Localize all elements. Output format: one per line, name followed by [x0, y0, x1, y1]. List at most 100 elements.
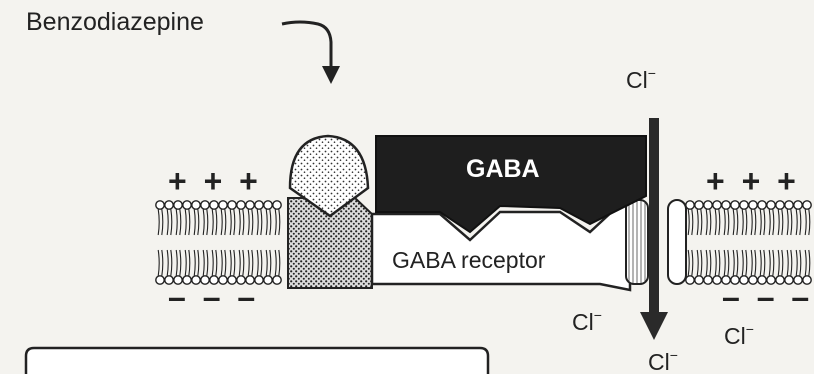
- lipid-tail: [688, 209, 689, 235]
- lipid-tail: [212, 209, 213, 235]
- lipid-tail: [203, 209, 204, 235]
- lipid-tail: [180, 209, 181, 235]
- lipid-tail: [701, 209, 702, 235]
- lipid-tail: [158, 209, 159, 235]
- gaba-label: GABA: [466, 155, 540, 183]
- lipid-tail: [180, 250, 181, 276]
- lipid-head: [246, 201, 254, 209]
- chloride-label-inner-3: Cl−: [648, 347, 678, 374]
- lipid-tail: [261, 250, 262, 276]
- lipid-head: [156, 276, 164, 284]
- lipid-tail: [221, 209, 222, 235]
- lipid-head: [722, 201, 730, 209]
- lipid-head: [210, 201, 218, 209]
- lipid-tail: [270, 250, 271, 276]
- lipid-head: [731, 201, 739, 209]
- inside-charge-right: – – –: [722, 279, 813, 315]
- outside-charge-right: + + +: [706, 163, 800, 199]
- lipid-tail: [230, 250, 231, 276]
- lipid-tail: [275, 250, 276, 276]
- lipid-tail: [257, 209, 258, 235]
- lipid-tail: [796, 209, 797, 235]
- lipid-tail: [710, 250, 711, 276]
- lipid-tail: [171, 209, 172, 235]
- lipid-tail: [171, 250, 172, 276]
- lipid-tail: [728, 250, 729, 276]
- lipid-head: [686, 201, 694, 209]
- lipid-tail: [715, 209, 716, 235]
- lipid-tail: [243, 250, 244, 276]
- lipid-tail: [212, 250, 213, 276]
- lipid-tail: [742, 209, 743, 235]
- lipid-tail: [697, 209, 698, 235]
- lipid-tail: [805, 209, 806, 235]
- lipid-tail: [176, 250, 177, 276]
- lipid-tail: [791, 250, 792, 276]
- benzodiazepine-arrow-head: [322, 66, 340, 84]
- gaba-receptor-label: GABA receptor: [392, 247, 546, 273]
- lipid-tail: [221, 250, 222, 276]
- lipid-tail: [773, 209, 774, 235]
- lipid-tail: [787, 250, 788, 276]
- lipid-tail: [239, 250, 240, 276]
- lipid-tail: [760, 209, 761, 235]
- lipid-tail: [225, 209, 226, 235]
- lipid-head: [785, 201, 793, 209]
- lipid-tail: [266, 209, 267, 235]
- lipid-tail: [746, 250, 747, 276]
- lipid-head: [713, 201, 721, 209]
- lipid-tail: [252, 250, 253, 276]
- lipid-tail: [207, 209, 208, 235]
- lipid-tail: [737, 250, 738, 276]
- lipid-tail: [809, 209, 810, 235]
- chloride-label-top: Cl−: [626, 65, 656, 93]
- lipid-tail: [158, 250, 159, 276]
- lipid-tail: [185, 250, 186, 276]
- lipid-tail: [162, 209, 163, 235]
- lipid-tail: [697, 250, 698, 276]
- lipid-head: [228, 201, 236, 209]
- lipid-head: [192, 201, 200, 209]
- lipid-tail: [234, 209, 235, 235]
- lipid-head: [794, 201, 802, 209]
- lipid-tail: [234, 250, 235, 276]
- lipid-tail: [243, 209, 244, 235]
- lipid-tail: [706, 209, 707, 235]
- lipid-tail: [225, 250, 226, 276]
- ion-channel-segment: [626, 200, 648, 284]
- lipid-head: [273, 201, 281, 209]
- lipid-head: [767, 201, 775, 209]
- inside-charge-left: – – –: [168, 279, 259, 315]
- lipid-tail: [710, 209, 711, 235]
- lipid-tail: [791, 209, 792, 235]
- lipid-tail: [742, 250, 743, 276]
- benzodiazepine-label: Benzodiazepine: [26, 8, 204, 36]
- lipid-head: [237, 201, 245, 209]
- lipid-tail: [764, 250, 765, 276]
- lipid-tail: [787, 209, 788, 235]
- right-membrane: [668, 200, 811, 284]
- lipid-tail: [737, 209, 738, 235]
- lipid-tail: [248, 209, 249, 235]
- lipid-head: [758, 201, 766, 209]
- lipid-head: [264, 276, 272, 284]
- lipid-head: [704, 276, 712, 284]
- lipid-tail: [769, 209, 770, 235]
- lipid-tail: [755, 250, 756, 276]
- lipid-tail: [692, 209, 693, 235]
- lipid-head: [183, 201, 191, 209]
- lipid-tail: [176, 209, 177, 235]
- lipid-tail: [194, 250, 195, 276]
- lipid-tail: [207, 250, 208, 276]
- chloride-flow-shaft: [649, 118, 659, 318]
- lipid-tail: [216, 209, 217, 235]
- lipid-tail: [706, 250, 707, 276]
- lipid-head: [749, 201, 757, 209]
- lipid-head: [165, 201, 173, 209]
- lipid-tail: [203, 250, 204, 276]
- lipid-tail: [239, 209, 240, 235]
- lipid-head: [255, 201, 263, 209]
- lipid-head: [174, 201, 182, 209]
- lipid-head: [704, 201, 712, 209]
